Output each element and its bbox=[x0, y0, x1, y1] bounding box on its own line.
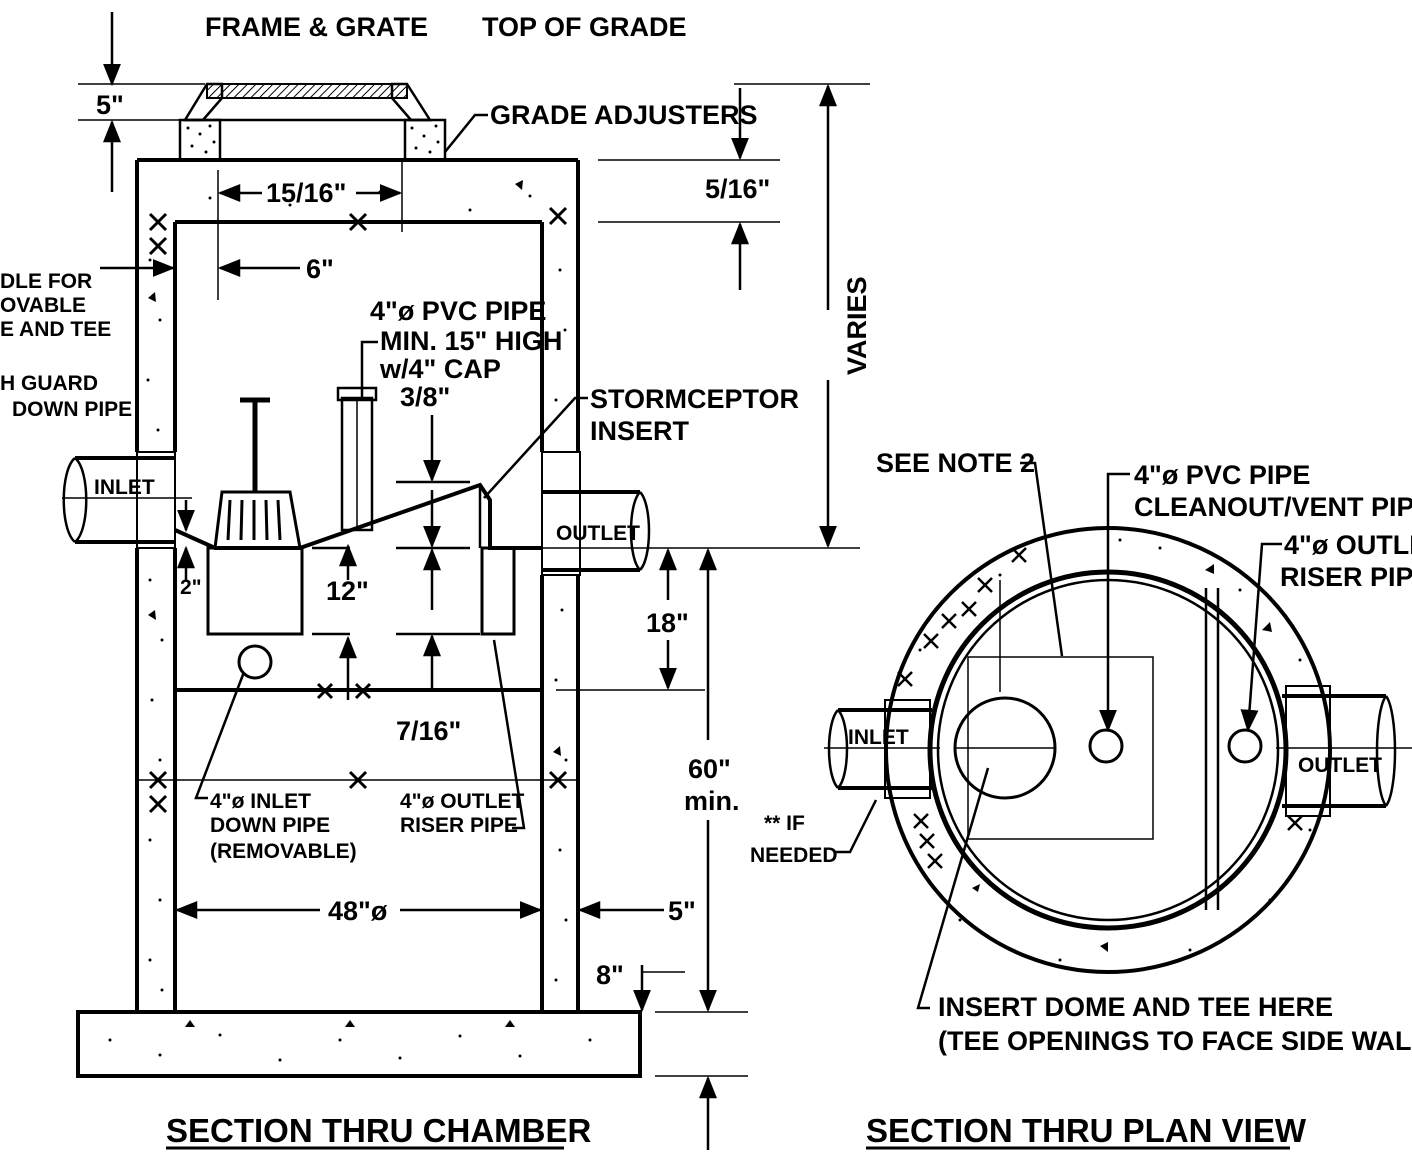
concrete-stipple bbox=[108, 180, 592, 1062]
dim-15-16: 15/16" bbox=[266, 178, 346, 208]
outlet-pipe bbox=[541, 451, 750, 576]
dim-2: 2" bbox=[180, 576, 202, 599]
inlet-down-label-1: 4"ø INLET bbox=[210, 790, 311, 813]
dim-6: 6" bbox=[306, 254, 334, 284]
chamber-walls bbox=[76, 158, 642, 1078]
grade-adjusters-label: GRADE ADJUSTERS bbox=[490, 100, 758, 130]
plan-outlet-riser-label-2: RISER PIPE bbox=[1280, 562, 1412, 592]
stormceptor-label-1: STORMCEPTOR bbox=[590, 384, 799, 414]
plan-title: SECTION THRU PLAN VIEW bbox=[866, 1112, 1307, 1149]
stormceptor-label-2: INSERT bbox=[590, 416, 690, 446]
inlet-pipe bbox=[62, 451, 192, 549]
frame-grate-label: FRAME & GRATE bbox=[205, 12, 428, 42]
pvc-pipe-label-1: 4"ø PVC PIPE bbox=[370, 296, 546, 326]
dim-5in-top: 5" bbox=[96, 90, 124, 120]
plan-outlet-pipe bbox=[1276, 685, 1412, 817]
pvc-pipe-label-3: w/4" CAP bbox=[379, 354, 501, 384]
flush-guard-label-1: H GUARD bbox=[0, 372, 98, 395]
flush-guard-label-2: DOWN PIPE bbox=[12, 398, 132, 421]
chamber-title: SECTION THRU CHAMBER bbox=[166, 1112, 591, 1149]
frame-and-grate bbox=[182, 82, 433, 122]
plan-outlet-label: OUTLET bbox=[1298, 754, 1382, 777]
outlet-label-chamber: OUTLET bbox=[556, 522, 640, 545]
see-note-label: SEE NOTE 2 bbox=[876, 448, 1035, 478]
inlet-down-label-3: (REMOVABLE) bbox=[210, 840, 357, 863]
section-thru-chamber: FRAME & GRATE TOP OF GRADE GRADE ADJUSTE… bbox=[0, 12, 872, 1150]
outlet-riser-circle bbox=[1227, 728, 1263, 764]
outlet-riser-label-1: 4"ø OUTLET bbox=[400, 790, 524, 813]
handle-label-3: E AND TEE bbox=[0, 318, 111, 341]
dim-8: 8" bbox=[596, 960, 624, 990]
plan-pvc-label-1: 4"ø PVC PIPE bbox=[1134, 460, 1310, 490]
section-thru-plan-view: SEE NOTE 2 4"ø PVC PIPE CLEANOUT/VENT PI… bbox=[750, 448, 1412, 1150]
dim-18: 18" bbox=[646, 608, 689, 638]
insert-label-2: (TEE OPENINGS TO FACE SIDE WALLS) bbox=[938, 1026, 1412, 1056]
top-of-grade-label: TOP OF GRADE bbox=[482, 12, 687, 42]
dim-60: 60" bbox=[688, 754, 731, 784]
dim-3-8: 3/8" bbox=[400, 382, 450, 412]
dim-48: 48"ø bbox=[328, 896, 388, 926]
outlet-riser-label-2: RISER PIPE bbox=[400, 814, 518, 837]
leader-lines bbox=[194, 113, 588, 830]
stormceptor-insert bbox=[174, 386, 542, 680]
insert-label-1: INSERT DOME AND TEE HERE bbox=[938, 992, 1333, 1022]
handle-label-1: DLE FOR bbox=[0, 270, 92, 293]
dim-12: 12" bbox=[326, 576, 369, 606]
dim-5-right: 5" bbox=[668, 896, 696, 926]
if-needed-label-1: ** IF bbox=[764, 812, 805, 835]
handle-label-2: OVABLE bbox=[0, 294, 86, 317]
if-needed-label-2: NEEDED bbox=[750, 844, 838, 867]
joint-x-marks bbox=[148, 206, 568, 814]
dim-5-16: 5/16" bbox=[705, 174, 770, 204]
plan-inlet-label: INLET bbox=[848, 726, 909, 749]
inlet-down-label-2: DOWN PIPE bbox=[210, 814, 330, 837]
plan-pvc-label-2: CLEANOUT/VENT PIPE bbox=[1134, 492, 1412, 522]
plan-inlet-pipe bbox=[824, 699, 940, 799]
plan-outlet-riser-label-1: 4"ø OUTLET bbox=[1284, 530, 1412, 560]
dim-7-16: 7/16" bbox=[396, 716, 461, 746]
pvc-pipe-label-2: MIN. 15" HIGH bbox=[380, 326, 562, 356]
varies-label: VARIES bbox=[842, 276, 872, 375]
dim-min: min. bbox=[684, 786, 740, 816]
grade-adjusters bbox=[178, 118, 447, 162]
vent-pipe-circle bbox=[1088, 728, 1124, 764]
inlet-label-chamber: INLET bbox=[94, 476, 155, 499]
dimension-lines bbox=[78, 12, 870, 1150]
